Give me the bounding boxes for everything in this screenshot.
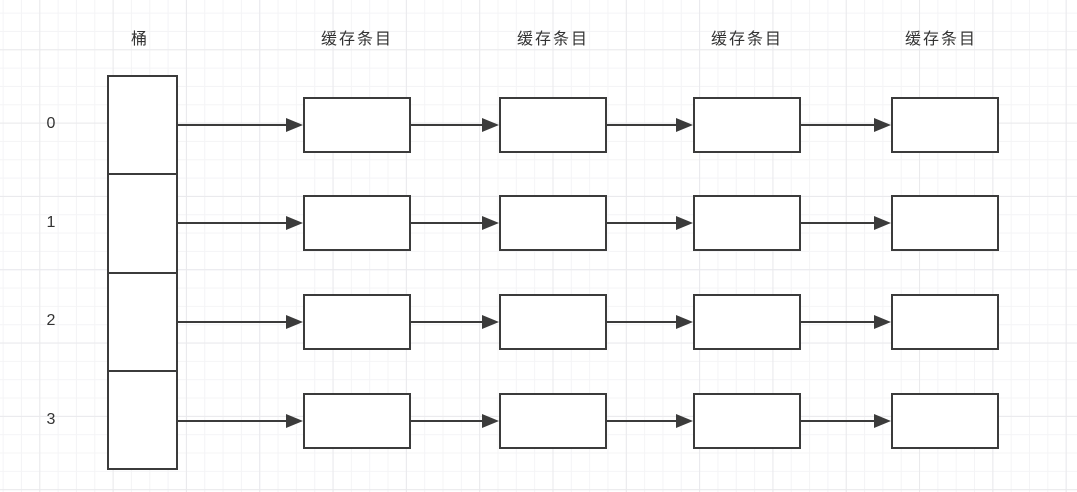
arrowhead-icon	[874, 118, 891, 132]
arrow-shaft	[178, 321, 289, 323]
arrowhead-icon	[286, 118, 303, 132]
arrow-shaft	[411, 321, 485, 323]
arrowhead-icon	[482, 414, 499, 428]
arrow-connector[interactable]	[801, 118, 891, 132]
arrow-shaft	[801, 124, 877, 126]
row-index-label-0: 0	[46, 115, 56, 132]
bucket-cell-1[interactable]	[109, 175, 176, 274]
arrowhead-icon	[286, 414, 303, 428]
arrowhead-icon	[676, 414, 693, 428]
cache-entry-box[interactable]	[303, 294, 411, 350]
arrow-shaft	[178, 222, 289, 224]
arrow-connector[interactable]	[607, 118, 693, 132]
arrowhead-icon	[874, 315, 891, 329]
column-header-cache-entry-3: 缓存条目	[710, 31, 783, 48]
arrow-shaft	[607, 222, 679, 224]
arrowhead-icon	[482, 118, 499, 132]
arrowhead-icon	[874, 414, 891, 428]
arrow-connector[interactable]	[411, 414, 499, 428]
column-header-cache-entry-2: 缓存条目	[516, 31, 589, 48]
arrow-shaft	[411, 420, 485, 422]
bucket-cell-3[interactable]	[109, 372, 176, 468]
cache-entry-box[interactable]	[693, 97, 801, 153]
arrow-connector[interactable]	[607, 315, 693, 329]
arrow-shaft	[801, 222, 877, 224]
arrow-connector[interactable]	[801, 315, 891, 329]
cache-entry-box[interactable]	[693, 195, 801, 251]
arrow-connector[interactable]	[178, 118, 303, 132]
arrow-shaft	[801, 321, 877, 323]
arrow-shaft	[607, 321, 679, 323]
arrow-connector[interactable]	[801, 216, 891, 230]
arrow-connector[interactable]	[801, 414, 891, 428]
arrow-connector[interactable]	[411, 216, 499, 230]
cache-entry-box[interactable]	[499, 294, 607, 350]
arrow-connector[interactable]	[411, 118, 499, 132]
cache-entry-box[interactable]	[891, 393, 999, 449]
column-header-bucket: 桶	[130, 31, 149, 48]
arrow-connector[interactable]	[178, 414, 303, 428]
row-index-label-1: 1	[46, 214, 56, 231]
bucket-cell-0[interactable]	[109, 77, 176, 175]
arrowhead-icon	[286, 315, 303, 329]
cache-entry-box[interactable]	[303, 195, 411, 251]
arrow-shaft	[178, 124, 289, 126]
cache-entry-box[interactable]	[499, 195, 607, 251]
arrow-shaft	[607, 420, 679, 422]
arrowhead-icon	[286, 216, 303, 230]
column-header-cache-entry-1: 缓存条目	[320, 31, 393, 48]
arrow-connector[interactable]	[178, 315, 303, 329]
arrow-connector[interactable]	[178, 216, 303, 230]
arrowhead-icon	[874, 216, 891, 230]
arrow-connector[interactable]	[411, 315, 499, 329]
arrow-shaft	[411, 222, 485, 224]
bucket-cell-2[interactable]	[109, 274, 176, 372]
cache-entry-box[interactable]	[693, 294, 801, 350]
row-index-label-2: 2	[46, 312, 56, 329]
arrow-connector[interactable]	[607, 414, 693, 428]
arrowhead-icon	[676, 216, 693, 230]
cache-entry-box[interactable]	[303, 393, 411, 449]
arrowhead-icon	[482, 216, 499, 230]
arrow-connector[interactable]	[607, 216, 693, 230]
arrowhead-icon	[676, 315, 693, 329]
arrowhead-icon	[482, 315, 499, 329]
arrow-shaft	[411, 124, 485, 126]
bucket-column[interactable]	[107, 75, 178, 470]
arrowhead-icon	[676, 118, 693, 132]
arrow-shaft	[801, 420, 877, 422]
cache-entry-box[interactable]	[303, 97, 411, 153]
row-index-label-3: 3	[46, 411, 56, 428]
cache-entry-box[interactable]	[693, 393, 801, 449]
arrow-shaft	[607, 124, 679, 126]
cache-entry-box[interactable]	[891, 97, 999, 153]
cache-entry-box[interactable]	[499, 97, 607, 153]
arrow-shaft	[178, 420, 289, 422]
cache-entry-box[interactable]	[499, 393, 607, 449]
cache-entry-box[interactable]	[891, 195, 999, 251]
cache-entry-box[interactable]	[891, 294, 999, 350]
column-header-cache-entry-4: 缓存条目	[904, 31, 977, 48]
